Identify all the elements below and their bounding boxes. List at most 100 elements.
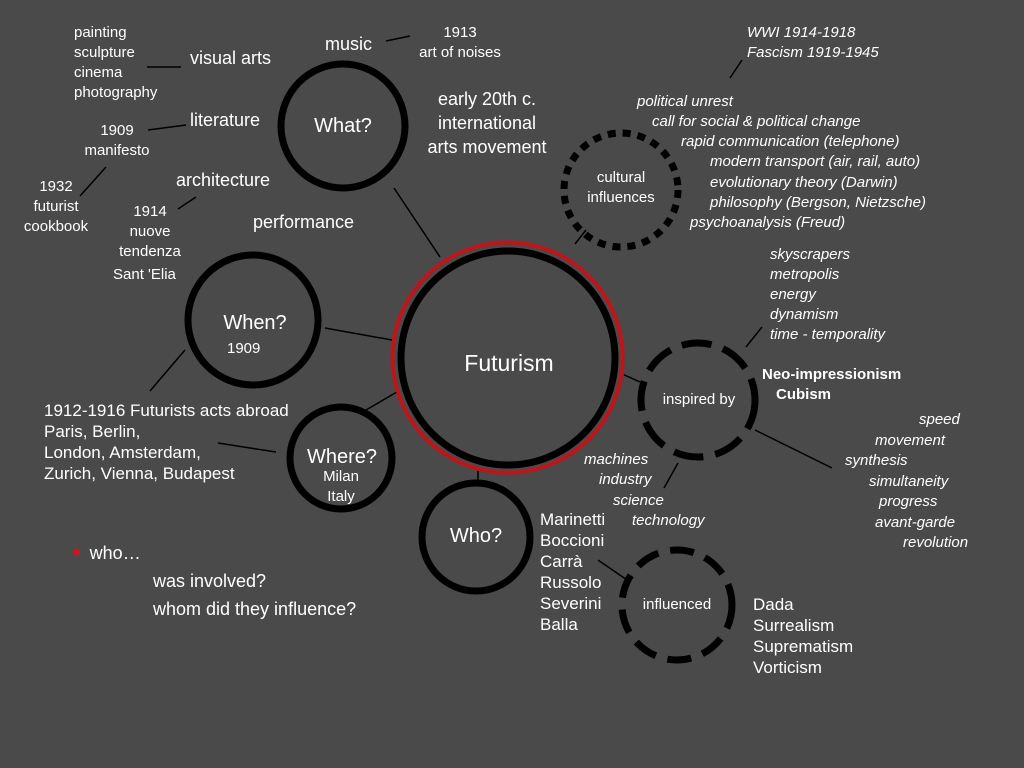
member-name: Carrà	[540, 552, 583, 571]
connector-literature	[147, 124, 187, 131]
central-circle	[397, 247, 619, 469]
visual-arts-item: photography	[74, 84, 158, 101]
concepts-top: skyscrapers metropolis energy dynamism t…	[770, 245, 885, 345]
concept-right-item: progress	[879, 493, 938, 510]
wars-list: WWI 1914-1918 Fascism 1919-1945	[747, 23, 879, 63]
cultural-item: modern transport (air, rail, auto)	[710, 153, 921, 170]
concept-right-item: movement	[875, 432, 946, 449]
where-label: Where?	[306, 446, 378, 468]
inspired-by-label: inspired by	[662, 391, 736, 408]
connector-concepts-top	[745, 326, 763, 348]
member-name: Severini	[540, 594, 602, 613]
cookbook-word: cookbook	[23, 218, 89, 235]
cultural-influences-label-line: cultural	[596, 169, 646, 186]
cultural-item: psychoanalysis (Freud)	[690, 214, 846, 231]
music-work: art of noises	[419, 44, 501, 61]
concept-bottom-item: technology	[632, 512, 705, 529]
connector-cultural	[574, 229, 587, 245]
question-line: was involved?	[153, 571, 267, 591]
music-year: 1913	[443, 24, 477, 41]
war-item: Fascism 1919-1945	[747, 44, 879, 61]
visual-arts-item: sculpture	[74, 44, 135, 61]
where-abroad-line: 1912-1916 Futurists acts abroad	[44, 401, 289, 420]
concept-item: time - temporality	[770, 326, 886, 343]
what-label: What?	[314, 115, 372, 137]
connector-music	[385, 35, 411, 42]
when-circle	[184, 251, 322, 389]
architecture-label: architecture	[176, 170, 271, 190]
who-circle	[418, 479, 534, 595]
central-circle-accent-ring	[391, 241, 625, 475]
connector-concepts-right	[754, 429, 833, 469]
concept-bottom-item: industry	[599, 471, 652, 488]
connector-what	[393, 187, 441, 258]
cookbook-year: 1932	[39, 178, 73, 195]
inspired-by-circle	[637, 339, 759, 461]
style-item: Neo-impressionism	[762, 366, 902, 383]
visual-arts-list: painting sculpture cinema photography	[74, 23, 157, 103]
influenced-movement: Vorticism	[753, 658, 822, 677]
where-abroad-line: Paris, Berlin,	[44, 422, 141, 441]
architecture-year: 1914	[133, 203, 167, 220]
influenced-circle	[618, 546, 736, 664]
cultural-influences-label: cultural influences	[571, 168, 671, 208]
connector-influenced	[597, 559, 631, 583]
concept-item: metropolis	[770, 266, 840, 283]
concept-right-item: revolution	[903, 534, 969, 551]
cultural-item: philosophy (Bergson, Nietzsche)	[710, 194, 926, 211]
concept-right-item: synthesis	[845, 452, 908, 469]
concept-item: skyscrapers	[770, 246, 851, 263]
who-members: Marinetti Boccioni Carrà Russolo Severin…	[540, 509, 605, 635]
cultural-item: rapid communication (telephone)	[681, 133, 900, 150]
cultural-influences-circle	[560, 129, 682, 251]
questions-bullet: ● who…	[72, 541, 141, 567]
movement-line: early 20th c.	[437, 89, 537, 109]
literature-work: manifesto	[84, 142, 150, 159]
central-label: Futurism	[464, 350, 554, 376]
cookbook-word: futurist	[33, 198, 79, 215]
connector-manifesto	[79, 166, 107, 197]
bullet-icon: ●	[72, 544, 82, 561]
member-name: Marinetti	[540, 510, 606, 529]
member-name: Balla	[540, 615, 578, 634]
when-year: 1909	[227, 340, 261, 357]
architecture-word: nuove	[129, 223, 171, 240]
member-name: Boccioni	[540, 531, 605, 550]
concept-item: energy	[770, 286, 816, 303]
concept-right-item: avant-garde	[875, 514, 956, 531]
visual-arts-label: visual arts	[190, 48, 272, 68]
what-circle	[277, 60, 409, 192]
where-country: Italy	[327, 488, 355, 505]
connector-wwi	[729, 59, 743, 79]
who-label: Who?	[449, 525, 503, 547]
literature-label: literature	[190, 110, 261, 130]
where-abroad-line: Zurich, Vienna, Budapest	[44, 464, 235, 483]
concept-right-item: simultaneity	[869, 473, 949, 490]
visual-arts-item: painting	[74, 24, 127, 41]
literature-year: 1909	[100, 122, 134, 139]
where-city: Milan Italy	[305, 467, 377, 507]
concept-bottom-item: science	[613, 492, 664, 509]
where-abroad-line: London, Amsterdam,	[44, 443, 201, 462]
questions-lines: was involved? whom did they influence?	[153, 567, 356, 623]
cultural-item: call for social & political change	[652, 113, 861, 130]
connector-when-sant-elia	[149, 349, 186, 392]
questions-bullet-text: who…	[89, 543, 141, 563]
influenced-movement: Suprematism	[753, 637, 854, 656]
connector-when	[324, 327, 393, 341]
performance-label: performance	[253, 212, 355, 232]
influenced-movements: Dada Surrealism Suprematism Vorticism	[753, 594, 853, 678]
influenced-movement: Surrealism	[753, 616, 835, 635]
visual-arts-item: cinema	[74, 64, 123, 81]
influenced-label: influenced	[642, 596, 712, 613]
movement-description: early 20th c. international arts movemen…	[412, 87, 562, 159]
where-abroad: 1912-1916 Futurists acts abroad Paris, B…	[44, 400, 289, 484]
movement-line: arts movement	[427, 137, 547, 157]
architect-name: Sant 'Elia	[113, 266, 176, 283]
member-name: Russolo	[540, 573, 602, 592]
when-label: When?	[223, 312, 287, 334]
where-circle	[286, 403, 396, 513]
where-city-name: Milan	[323, 468, 359, 485]
question-line: whom did they influence?	[153, 599, 357, 619]
movement-line: international	[437, 113, 537, 133]
